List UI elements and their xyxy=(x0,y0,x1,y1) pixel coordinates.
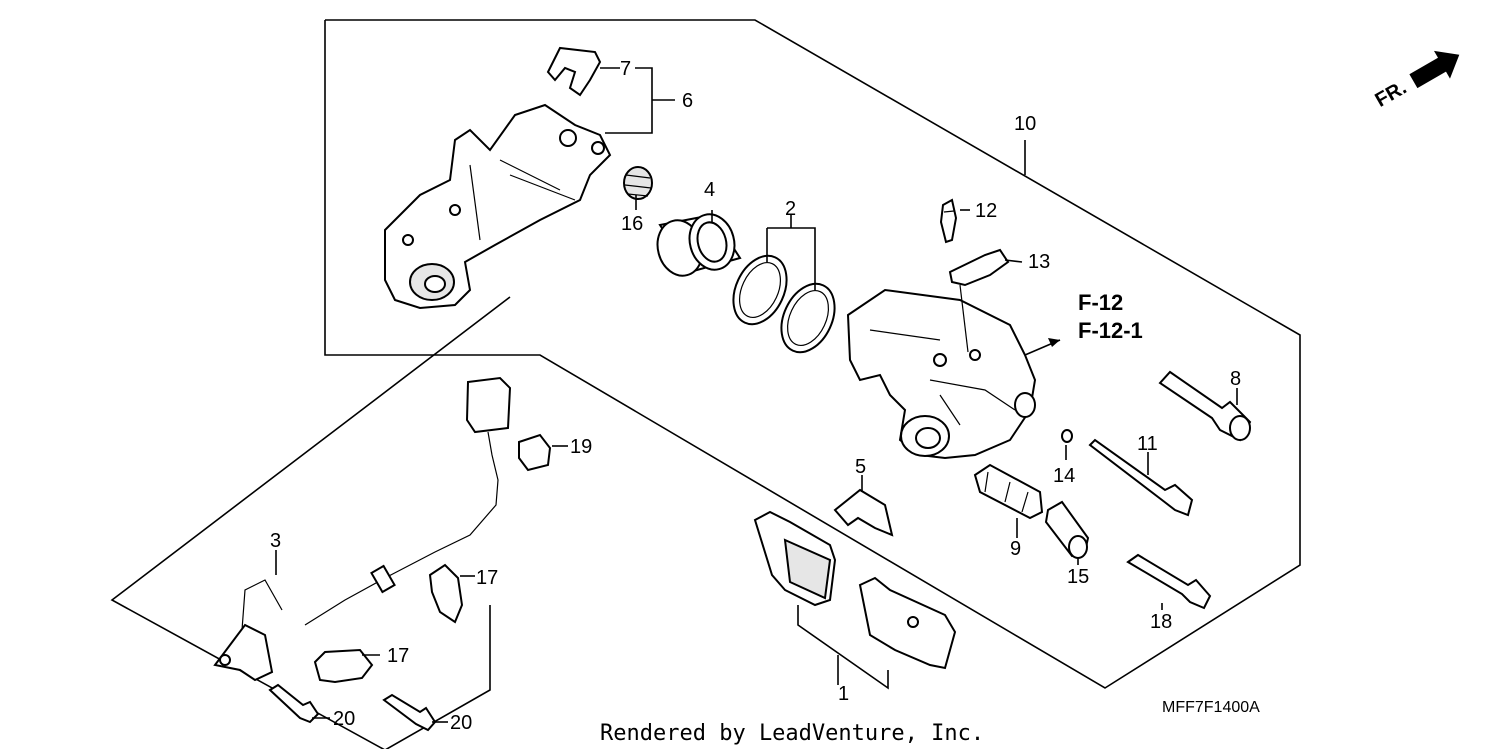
pin-boot-2 xyxy=(1044,500,1090,559)
callout-14: 14 xyxy=(1053,465,1075,487)
callout-19: 19 xyxy=(570,436,592,458)
caliper-bolt xyxy=(1126,553,1212,610)
callout-17b: 17 xyxy=(387,645,409,667)
callout-17a: 17 xyxy=(476,567,498,589)
callout-15: 15 xyxy=(1067,566,1089,588)
callout-8: 8 xyxy=(1230,368,1241,390)
front-direction-indicator: FR. xyxy=(1372,50,1460,112)
piston xyxy=(656,213,742,277)
callout-6: 6 xyxy=(682,90,693,112)
render-credit: Rendered by LeadVenture, Inc. xyxy=(600,721,984,746)
caliper-body xyxy=(846,288,1037,460)
wheel-speed-sensor xyxy=(213,376,512,682)
caliper-bracket xyxy=(384,103,612,310)
group-outlines xyxy=(110,19,1301,749)
wire-clamp-b xyxy=(313,648,374,684)
washer xyxy=(1061,429,1073,443)
bleeder-cap xyxy=(948,248,1010,353)
callout-5: 5 xyxy=(855,456,866,478)
ref-f-12: F-12 xyxy=(1078,290,1123,315)
brake-pads xyxy=(753,510,957,670)
sensor-clip xyxy=(518,433,552,472)
leader-lines xyxy=(275,67,1238,723)
callout-11: 11 xyxy=(1137,433,1158,455)
callout-3: 3 xyxy=(270,530,281,552)
callout-16: 16 xyxy=(621,213,643,235)
callout-13: 13 xyxy=(1028,251,1050,273)
callout-7: 7 xyxy=(620,58,631,80)
sleeve xyxy=(973,463,1044,520)
pin-bolt xyxy=(1158,370,1252,442)
callout-numbers: 1 2 3 4 5 6 7 8 9 10 11 12 13 14 15 16 1… xyxy=(270,58,1241,734)
callout-1: 1 xyxy=(838,683,849,705)
bleeder-screw xyxy=(939,198,958,244)
pad-retainer-clip xyxy=(546,46,602,97)
callout-10: 10 xyxy=(1014,113,1036,135)
callout-12: 12 xyxy=(975,200,997,222)
callout-2: 2 xyxy=(785,198,796,220)
callout-4: 4 xyxy=(704,179,715,201)
pad-pin xyxy=(1088,438,1194,517)
arrow-right-icon xyxy=(1409,50,1460,89)
diagram-code: MFF7F1400A xyxy=(1162,699,1260,716)
piston-seals xyxy=(732,254,836,354)
callout-18: 18 xyxy=(1150,611,1172,633)
wire-clamp-a xyxy=(428,563,464,624)
callout-9: 9 xyxy=(1010,538,1021,560)
fr-label: FR. xyxy=(1372,77,1411,112)
sensor-bolt-b xyxy=(382,693,437,732)
callout-20a: 20 xyxy=(333,708,355,730)
callout-20b: 20 xyxy=(450,712,472,734)
sensor-bolt-a xyxy=(268,683,320,724)
ref-f-12-1: F-12-1 xyxy=(1078,318,1143,343)
pad-spring xyxy=(833,488,894,537)
pin-boot xyxy=(623,166,653,200)
